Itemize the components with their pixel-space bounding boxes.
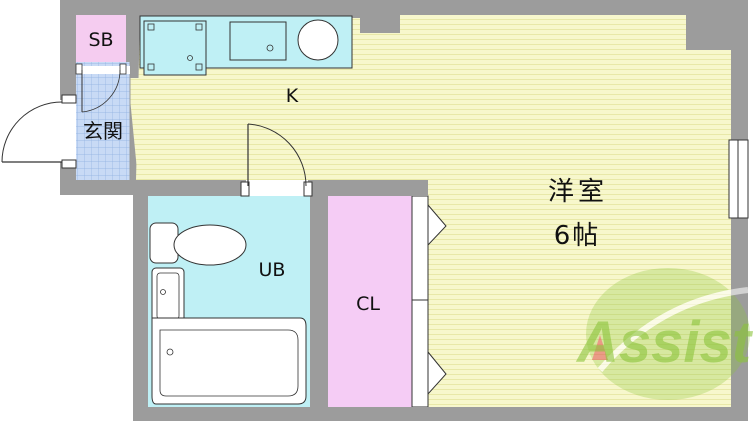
- kitchen-floor: [128, 78, 144, 180]
- watermark-text: Assist: [575, 310, 754, 375]
- kitchen-label: K: [286, 85, 299, 107]
- closet-floor: [328, 196, 412, 407]
- western-room-label: 洋室: [548, 177, 608, 207]
- toilet-bowl: [173, 224, 247, 266]
- unit-bath-label: UB: [259, 259, 286, 281]
- bathtub: [151, 317, 307, 405]
- closet-label: CL: [356, 293, 380, 315]
- entrance-label: 玄関: [83, 119, 123, 143]
- front-door-opening: [60, 100, 76, 162]
- room-size-label: 6帖: [554, 221, 601, 251]
- entrance-floor: [76, 62, 130, 180]
- stove-burner: [297, 19, 339, 61]
- fridge-space: [143, 20, 207, 76]
- shoe-box: [76, 15, 126, 62]
- shoe-box-label: SB: [88, 29, 113, 51]
- watermark-logo: [586, 268, 750, 400]
- sink-basin: [229, 21, 287, 61]
- bath-door-opening: [246, 180, 308, 196]
